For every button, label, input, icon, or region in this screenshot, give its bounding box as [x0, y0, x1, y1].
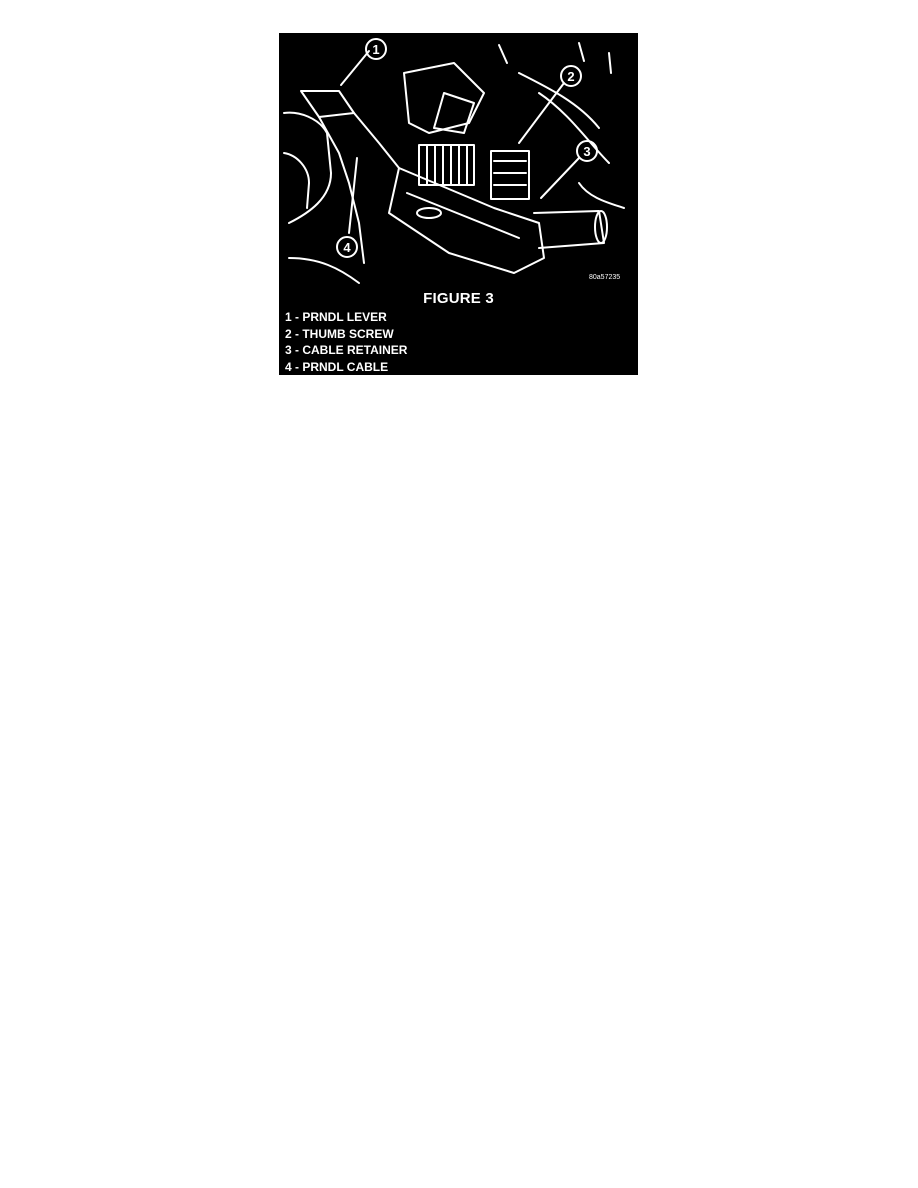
background-ticks	[498, 42, 612, 74]
leader-line-1	[340, 50, 370, 86]
callout-4: 4	[343, 240, 351, 255]
callout-2: 2	[567, 69, 574, 84]
figure-3-panel: 1 2 3 4 80a57235 FIGURE 3 1 - PRNDL LEVE…	[279, 33, 638, 375]
cable-end	[533, 210, 605, 249]
legend-item: 3 - CABLE RETAINER	[285, 343, 408, 357]
background-contour-1	[518, 72, 600, 129]
legend-item: 2 - THUMB SCREW	[285, 326, 394, 341]
callout-circle-4	[336, 236, 358, 258]
cable-retainer-block	[490, 150, 530, 200]
background-contour-3	[578, 182, 625, 209]
legend: 1 - PRNDL LEVER 2 - THUMB SCREW 3 - CABL…	[285, 309, 407, 375]
column-top-block	[403, 62, 485, 134]
prndl-illustration: 1 2 3 4	[283, 38, 625, 284]
lever-arm-upper	[353, 112, 400, 169]
callout-circle-1	[365, 38, 387, 60]
retainer-ribs	[493, 160, 527, 186]
column-block-face	[433, 92, 475, 134]
lower-contour	[288, 257, 360, 284]
bracket-slot	[416, 207, 442, 219]
image-code: 80a57235	[589, 274, 621, 281]
leader-line-3	[540, 157, 580, 199]
callout-1: 1	[372, 42, 379, 57]
lever-arm	[318, 116, 365, 264]
figure-title: FIGURE 3	[423, 290, 494, 307]
callout-3: 3	[583, 144, 590, 159]
thumb-screw-body	[418, 144, 475, 186]
column-outline-left	[283, 111, 332, 224]
cable-line	[406, 192, 520, 239]
bracket-housing	[388, 167, 545, 274]
prndl-lever-tip	[300, 90, 355, 118]
column-outline-inner	[283, 152, 310, 209]
callout-circle-2	[560, 65, 582, 87]
legend-item: 4 - PRNDL CABLE	[285, 359, 389, 374]
background-contour-2	[538, 92, 610, 164]
leader-line-4	[348, 157, 358, 234]
callout-circle-3	[576, 140, 598, 162]
thumb-screw-ribs	[426, 144, 468, 186]
cable-end-cap	[594, 210, 608, 244]
leader-line-2	[518, 82, 565, 144]
legend-item: 1 - PRNDL LEVER	[285, 310, 387, 324]
